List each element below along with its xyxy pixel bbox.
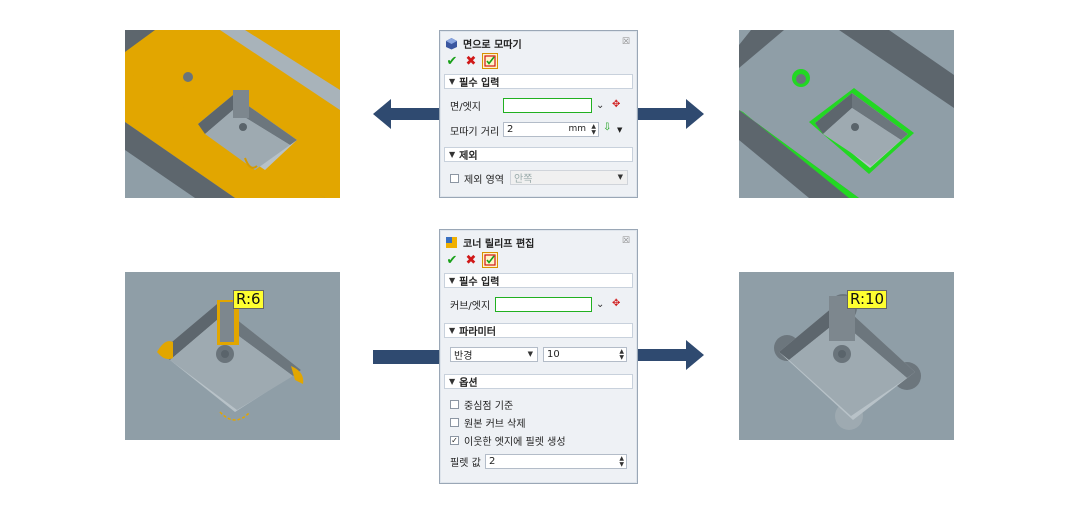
- collapse-triangle-icon: ▼: [449, 377, 456, 386]
- section-options[interactable]: ▼ 옵션: [444, 374, 633, 389]
- expand-chevron-icon[interactable]: ⌄: [596, 299, 605, 310]
- type-value: 반경: [454, 351, 473, 362]
- section-options-label: 옵션: [459, 378, 478, 389]
- apply-button[interactable]: [482, 53, 498, 69]
- expand-chevron-icon[interactable]: ⌄: [596, 100, 605, 111]
- section-exclude-label: 제외: [459, 151, 478, 162]
- radius-input[interactable]: 10 ▲▼: [543, 347, 627, 362]
- apply-check-icon: [484, 254, 496, 266]
- section-required[interactable]: ▼ 필수 입력: [444, 74, 633, 89]
- close-icon[interactable]: ☒: [621, 37, 630, 47]
- viewport-chamfer-after: [739, 30, 954, 198]
- chamfer-panel: 면으로 모따기 ☒ ✔ ✖ ▼ 필수 입력 면/엣지 ⌄ ✥ 모따기 거리 2 …: [439, 30, 638, 198]
- center-basis-checkbox[interactable]: [450, 399, 459, 409]
- section-required[interactable]: ▼ 필수 입력: [444, 273, 633, 288]
- apply-button[interactable]: [482, 252, 498, 268]
- close-icon[interactable]: ☒: [621, 236, 630, 246]
- ok-button[interactable]: ✔: [446, 53, 458, 69]
- section-required-label: 필수 입력: [459, 78, 500, 89]
- section-params-label: 파라미터: [459, 327, 496, 338]
- viewport-chamfer-before: [125, 30, 340, 198]
- arrow-left-top: [373, 99, 439, 132]
- exclude-area-value: 안쪽: [514, 174, 533, 185]
- arrow-right-bottom: [638, 340, 704, 373]
- section-required-label: 필수 입력: [459, 277, 500, 288]
- corner-panel-titlebar: 코너 릴리프 편집 ☒: [443, 233, 634, 251]
- section-params[interactable]: ▼ 파라미터: [444, 323, 633, 338]
- exclude-area-label: 제외 영역: [464, 174, 504, 186]
- curve-edge-input[interactable]: [495, 297, 592, 312]
- fillet-value-label: 필렛 값: [450, 457, 481, 469]
- center-basis-label: 중심점 기준: [464, 400, 514, 412]
- dropdown-arrow-icon[interactable]: ▼: [617, 126, 623, 134]
- corner-relief-panel: 코너 릴리프 편집 ☒ ✔ ✖ ▼ 필수 입력 커브/엣지 ⌄ ✥ ▼ 파라미터…: [439, 229, 638, 484]
- fillet-value: 2: [489, 456, 496, 467]
- distance-label: 모따기 거리: [450, 126, 500, 138]
- chamfer-panel-title: 면으로 모따기: [463, 39, 522, 51]
- collapse-triangle-icon: ▼: [449, 326, 456, 335]
- pick-red-icon[interactable]: ✥: [612, 298, 621, 309]
- chamfer-panel-titlebar: 면으로 모따기 ☒: [443, 34, 634, 52]
- distance-input[interactable]: 2 mm ▲▼: [503, 122, 599, 137]
- section-exclude[interactable]: ▼ 제외: [444, 147, 633, 162]
- curve-edge-label: 커브/엣지: [450, 300, 491, 312]
- pick-red-icon[interactable]: ✥: [612, 99, 621, 110]
- ok-button[interactable]: ✔: [446, 252, 458, 268]
- exclude-area-checkbox[interactable]: [450, 173, 459, 183]
- dropdown-arrow-icon: ▼: [527, 350, 533, 358]
- viewport-relief-after: R:10: [739, 272, 954, 440]
- face-edge-label: 면/엣지: [450, 101, 481, 113]
- spinner-icon[interactable]: ▲▼: [619, 348, 624, 361]
- cube-icon: [446, 37, 457, 49]
- collapse-triangle-icon: ▼: [449, 276, 456, 285]
- delete-original-label: 원본 커브 삭제: [464, 418, 526, 430]
- fillet-value-input[interactable]: 2 ▲▼: [485, 454, 627, 469]
- radius-value: 10: [547, 349, 560, 360]
- cancel-button[interactable]: ✖: [465, 53, 477, 69]
- radius-tag-before: R:6: [233, 290, 264, 309]
- viewport-relief-before: R:6: [125, 272, 340, 440]
- arrow-right-bottom-left: [373, 342, 439, 375]
- spinner-icon[interactable]: ▲▼: [591, 123, 596, 136]
- apply-check-icon: [484, 55, 496, 67]
- corner-relief-icon: [446, 236, 457, 248]
- type-select[interactable]: 반경 ▼: [450, 347, 538, 362]
- fillet-neighbor-label: 이웃한 엣지에 필렛 생성: [464, 436, 566, 448]
- collapse-triangle-icon: ▼: [449, 150, 456, 159]
- collapse-triangle-icon: ▼: [449, 77, 456, 86]
- dropdown-arrow-icon: ▼: [617, 173, 623, 181]
- radius-tag-after: R:10: [847, 290, 888, 309]
- measure-green-icon[interactable]: ⇩: [603, 122, 612, 133]
- cancel-button[interactable]: ✖: [465, 252, 477, 268]
- delete-original-checkbox[interactable]: [450, 417, 459, 427]
- corner-panel-title: 코너 릴리프 편집: [463, 238, 535, 250]
- arrow-right-top: [638, 99, 704, 132]
- face-edge-input[interactable]: [503, 98, 592, 113]
- spinner-icon[interactable]: ▲▼: [619, 455, 624, 468]
- fillet-neighbor-checkbox[interactable]: ✓: [450, 435, 459, 445]
- distance-value: 2: [507, 124, 514, 135]
- distance-unit: mm: [568, 124, 586, 134]
- exclude-area-select[interactable]: 안쪽 ▼: [510, 170, 628, 185]
